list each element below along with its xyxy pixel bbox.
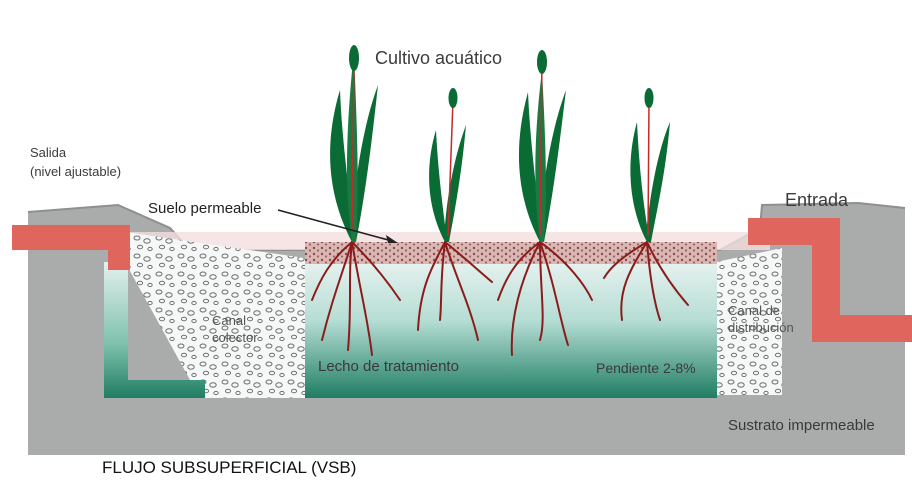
plant-3 [519,50,566,242]
label-cultivo-acuatico: Cultivo acuático [375,48,502,69]
label-entrada: Entrada [785,190,848,211]
treatment-bed [305,258,717,398]
diagram-title: FLUJO SUBSUPERFICIAL (VSB) [102,458,356,478]
label-pendiente: Pendiente 2-8% [596,360,696,376]
label-salida: Salida [30,145,66,160]
label-canal-colector-1: Canal [212,313,246,328]
label-sustrato-impermeable: Sustrato impermeable [728,417,875,434]
label-suelo-permeable: Suelo permeable [148,200,261,217]
plant-1 [330,45,378,242]
label-lecho-tratamiento: Lecho de tratamiento [318,358,459,375]
plant-2 [429,88,466,242]
plant-4 [630,88,670,242]
label-canal-distribucion-2: distribución [728,320,794,335]
label-nivel-ajustable: (nivel ajustable) [30,164,121,179]
label-canal-colector-2: colector [212,330,258,345]
label-canal-distribucion-1: Canal de [728,303,780,318]
plants [330,45,670,242]
permeable-soil-layer [305,242,717,264]
